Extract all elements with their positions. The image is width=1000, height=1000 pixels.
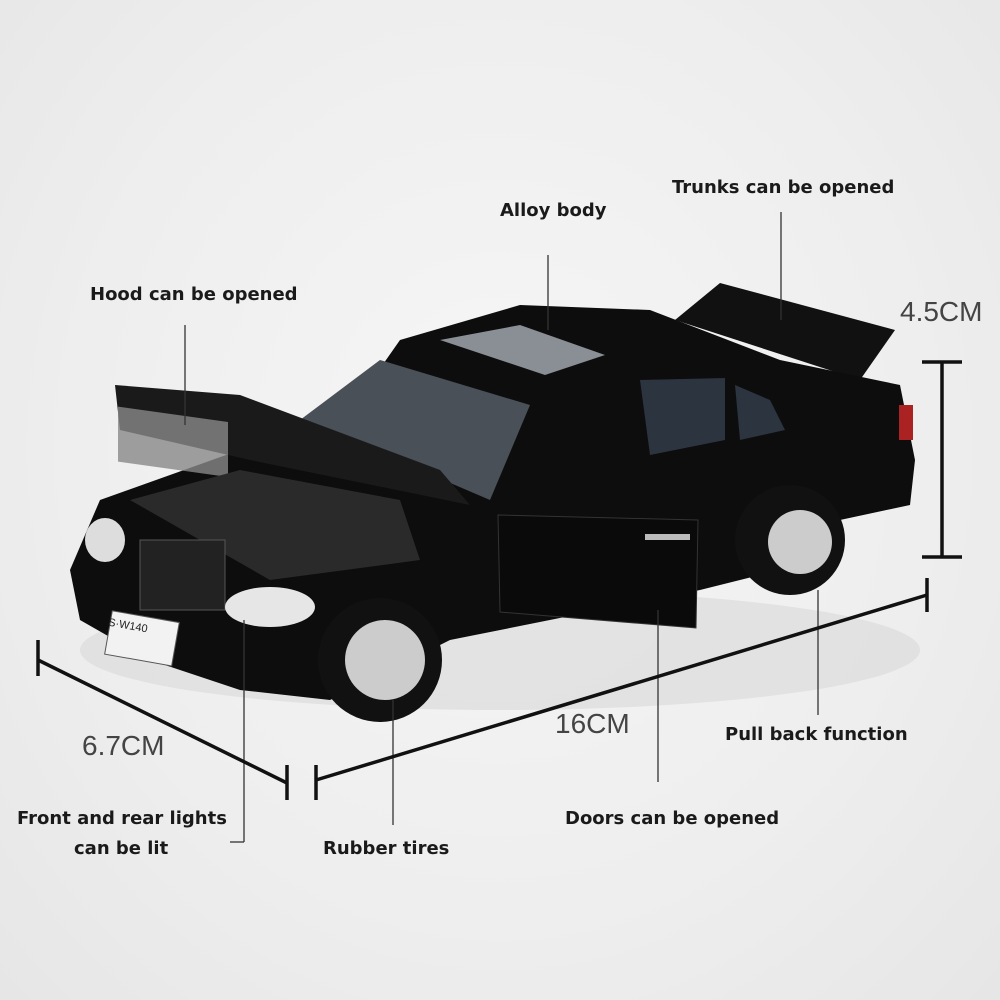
dimension-length: 16CM (555, 708, 630, 739)
label-rubber-tires: Rubber tires (323, 838, 450, 859)
label-pull-back: Pull back function (725, 724, 908, 745)
label-alloy-body: Alloy body (500, 200, 607, 221)
label-hood: Hood can be opened (90, 284, 298, 305)
dimension-height: 4.5CM (900, 296, 983, 327)
label-lights-line1: Front and rear lights (17, 808, 227, 829)
label-trunks: Trunks can be opened (672, 177, 895, 198)
open-door (497, 514, 699, 629)
trunk-lid (675, 283, 895, 380)
dimension-width: 6.7CM (82, 730, 165, 761)
label-doors: Doors can be opened (565, 808, 780, 829)
label-lights-line2: can be lit (74, 838, 169, 859)
open-hood (115, 385, 470, 505)
